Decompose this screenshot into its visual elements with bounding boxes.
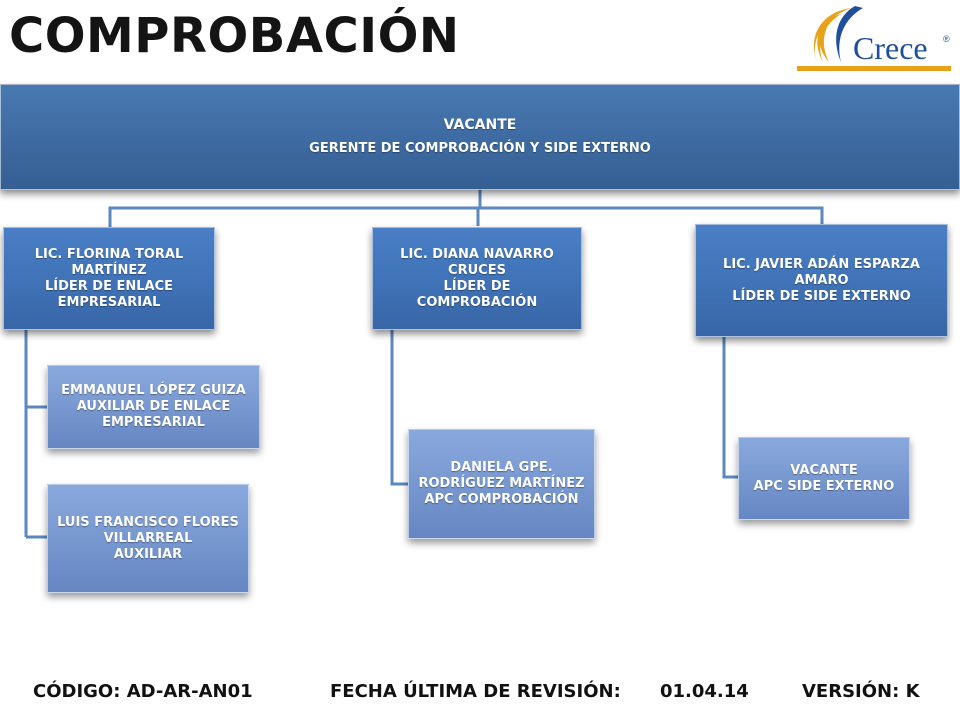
lead-line: CRUCES	[448, 262, 506, 278]
sub-line: VACANTE	[790, 462, 858, 478]
sub-box-daniela: DANIELA GPE. RODRÍGUEZ MARTÍNEZ APC COMP…	[408, 429, 595, 539]
vacancy-manager-box: VACANTE GERENTE DE COMPROBACIÓN Y SIDE E…	[0, 84, 960, 190]
lead-line: AMARO	[794, 272, 849, 288]
lead-line: LÍDER DE	[443, 278, 511, 294]
lead-box-enlace: LIC. FLORINA TORAL MARTÍNEZ LÍDER DE ENL…	[3, 227, 215, 330]
lead-line: LIC. FLORINA TORAL	[34, 246, 184, 262]
sub-box-luis: LUIS FRANCISCO FLORES VILLARREAL AUXILIA…	[47, 484, 249, 593]
logo-registered-mark: ®	[943, 34, 950, 44]
lead-line: LÍDER DE SIDE EXTERNO	[732, 288, 911, 304]
sub-line: LUIS FRANCISCO FLORES	[57, 514, 239, 530]
footer-version: VERSIÓN: K	[802, 681, 920, 702]
sub-line: RODRÍGUEZ MARTÍNEZ	[418, 476, 585, 491]
lead-line: MARTÍNEZ	[71, 262, 147, 278]
sub-line: EMMANUEL LÓPEZ GUIZA	[61, 383, 246, 398]
footer-revision-label: FECHA ÚLTIMA DE REVISIÓN:	[330, 681, 621, 702]
sub-line: AUXILIAR DE ENLACE	[76, 399, 231, 414]
footer-revision-date: 01.04.14	[660, 681, 749, 702]
sub-line: DANIELA GPE.	[450, 460, 553, 475]
sub-line: APC SIDE EXTERNO	[753, 478, 895, 494]
sub-line: AUXILIAR	[113, 546, 183, 562]
sub-box-vacante-apc: VACANTE APC SIDE EXTERNO	[738, 437, 910, 520]
manager-title: GERENTE DE COMPROBACIÓN Y SIDE EXTERNO	[309, 141, 651, 156]
lead-line: COMPROBACIÓN	[416, 294, 538, 310]
sub-line: APC COMPROBACIÓN	[424, 492, 579, 507]
sub-line: VILLARREAL	[103, 530, 193, 546]
lead-line: EMPRESARIAL	[57, 294, 161, 310]
lead-line: LIC. JAVIER ADÁN ESPARZA	[723, 256, 920, 272]
logo-wordmark: Crece	[853, 30, 928, 66]
crece-logo: Crece ®	[797, 6, 951, 71]
lead-box-comprobacion: LIC. DIANA NAVARRO CRUCES LÍDER DE COMPR…	[372, 227, 582, 330]
vacancy-label: VACANTE	[443, 117, 517, 133]
sub-box-emmanuel: EMMANUEL LÓPEZ GUIZA AUXILIAR DE ENLACE …	[47, 365, 260, 449]
lead-line: LÍDER DE ENLACE	[44, 278, 174, 294]
footer-code: CÓDIGO: AD-AR-AN01	[33, 681, 253, 702]
sub-line: EMPRESARIAL	[102, 415, 205, 430]
lead-line: LIC. DIANA NAVARRO	[400, 246, 554, 262]
lead-box-side-externo: LIC. JAVIER ADÁN ESPARZA AMARO LÍDER DE …	[695, 224, 948, 337]
page-title: COMPROBACIÓN	[9, 8, 460, 64]
